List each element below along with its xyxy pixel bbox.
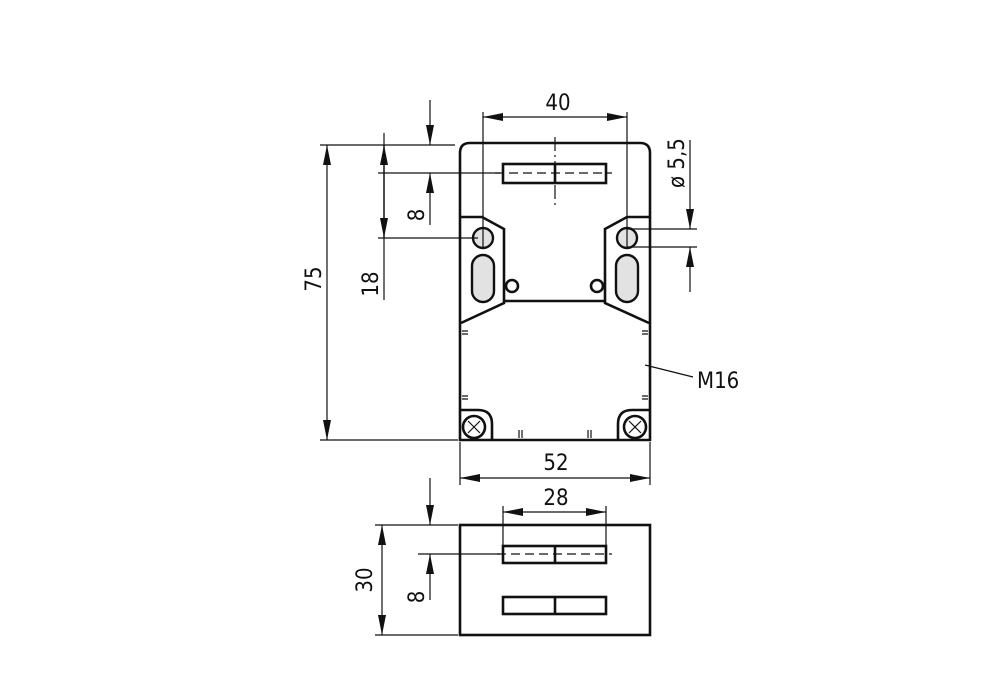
body-outline [458,141,652,442]
screw-icon [461,414,487,440]
slot-left [470,253,496,304]
dim-40: 40 [545,91,570,116]
pin-left [504,278,520,294]
corner-plate-right [616,408,649,440]
dim-28: 28 [543,486,568,511]
dim-18: 18 [359,271,384,296]
pin-right [589,278,605,294]
screw-icon [622,414,648,440]
left-ear [460,215,506,325]
dim-75: 75 [302,266,327,291]
dim-30: 30 [353,567,378,592]
dim-8-side: 8 [405,591,430,604]
right-ear [603,215,650,325]
thread-label: M16 [697,369,739,394]
dim-8-top: 8 [405,209,430,222]
dim-52: 52 [543,451,568,476]
dim-hole-diameter: ø 5,5 [665,138,690,188]
slot-right [614,253,640,304]
side-view: 28 30 8 [353,478,652,637]
top-view: 40 ø 5,5 75 18 8 52 M16 [302,91,739,485]
side-body-outline [458,523,652,637]
corner-plate-left [461,408,494,440]
